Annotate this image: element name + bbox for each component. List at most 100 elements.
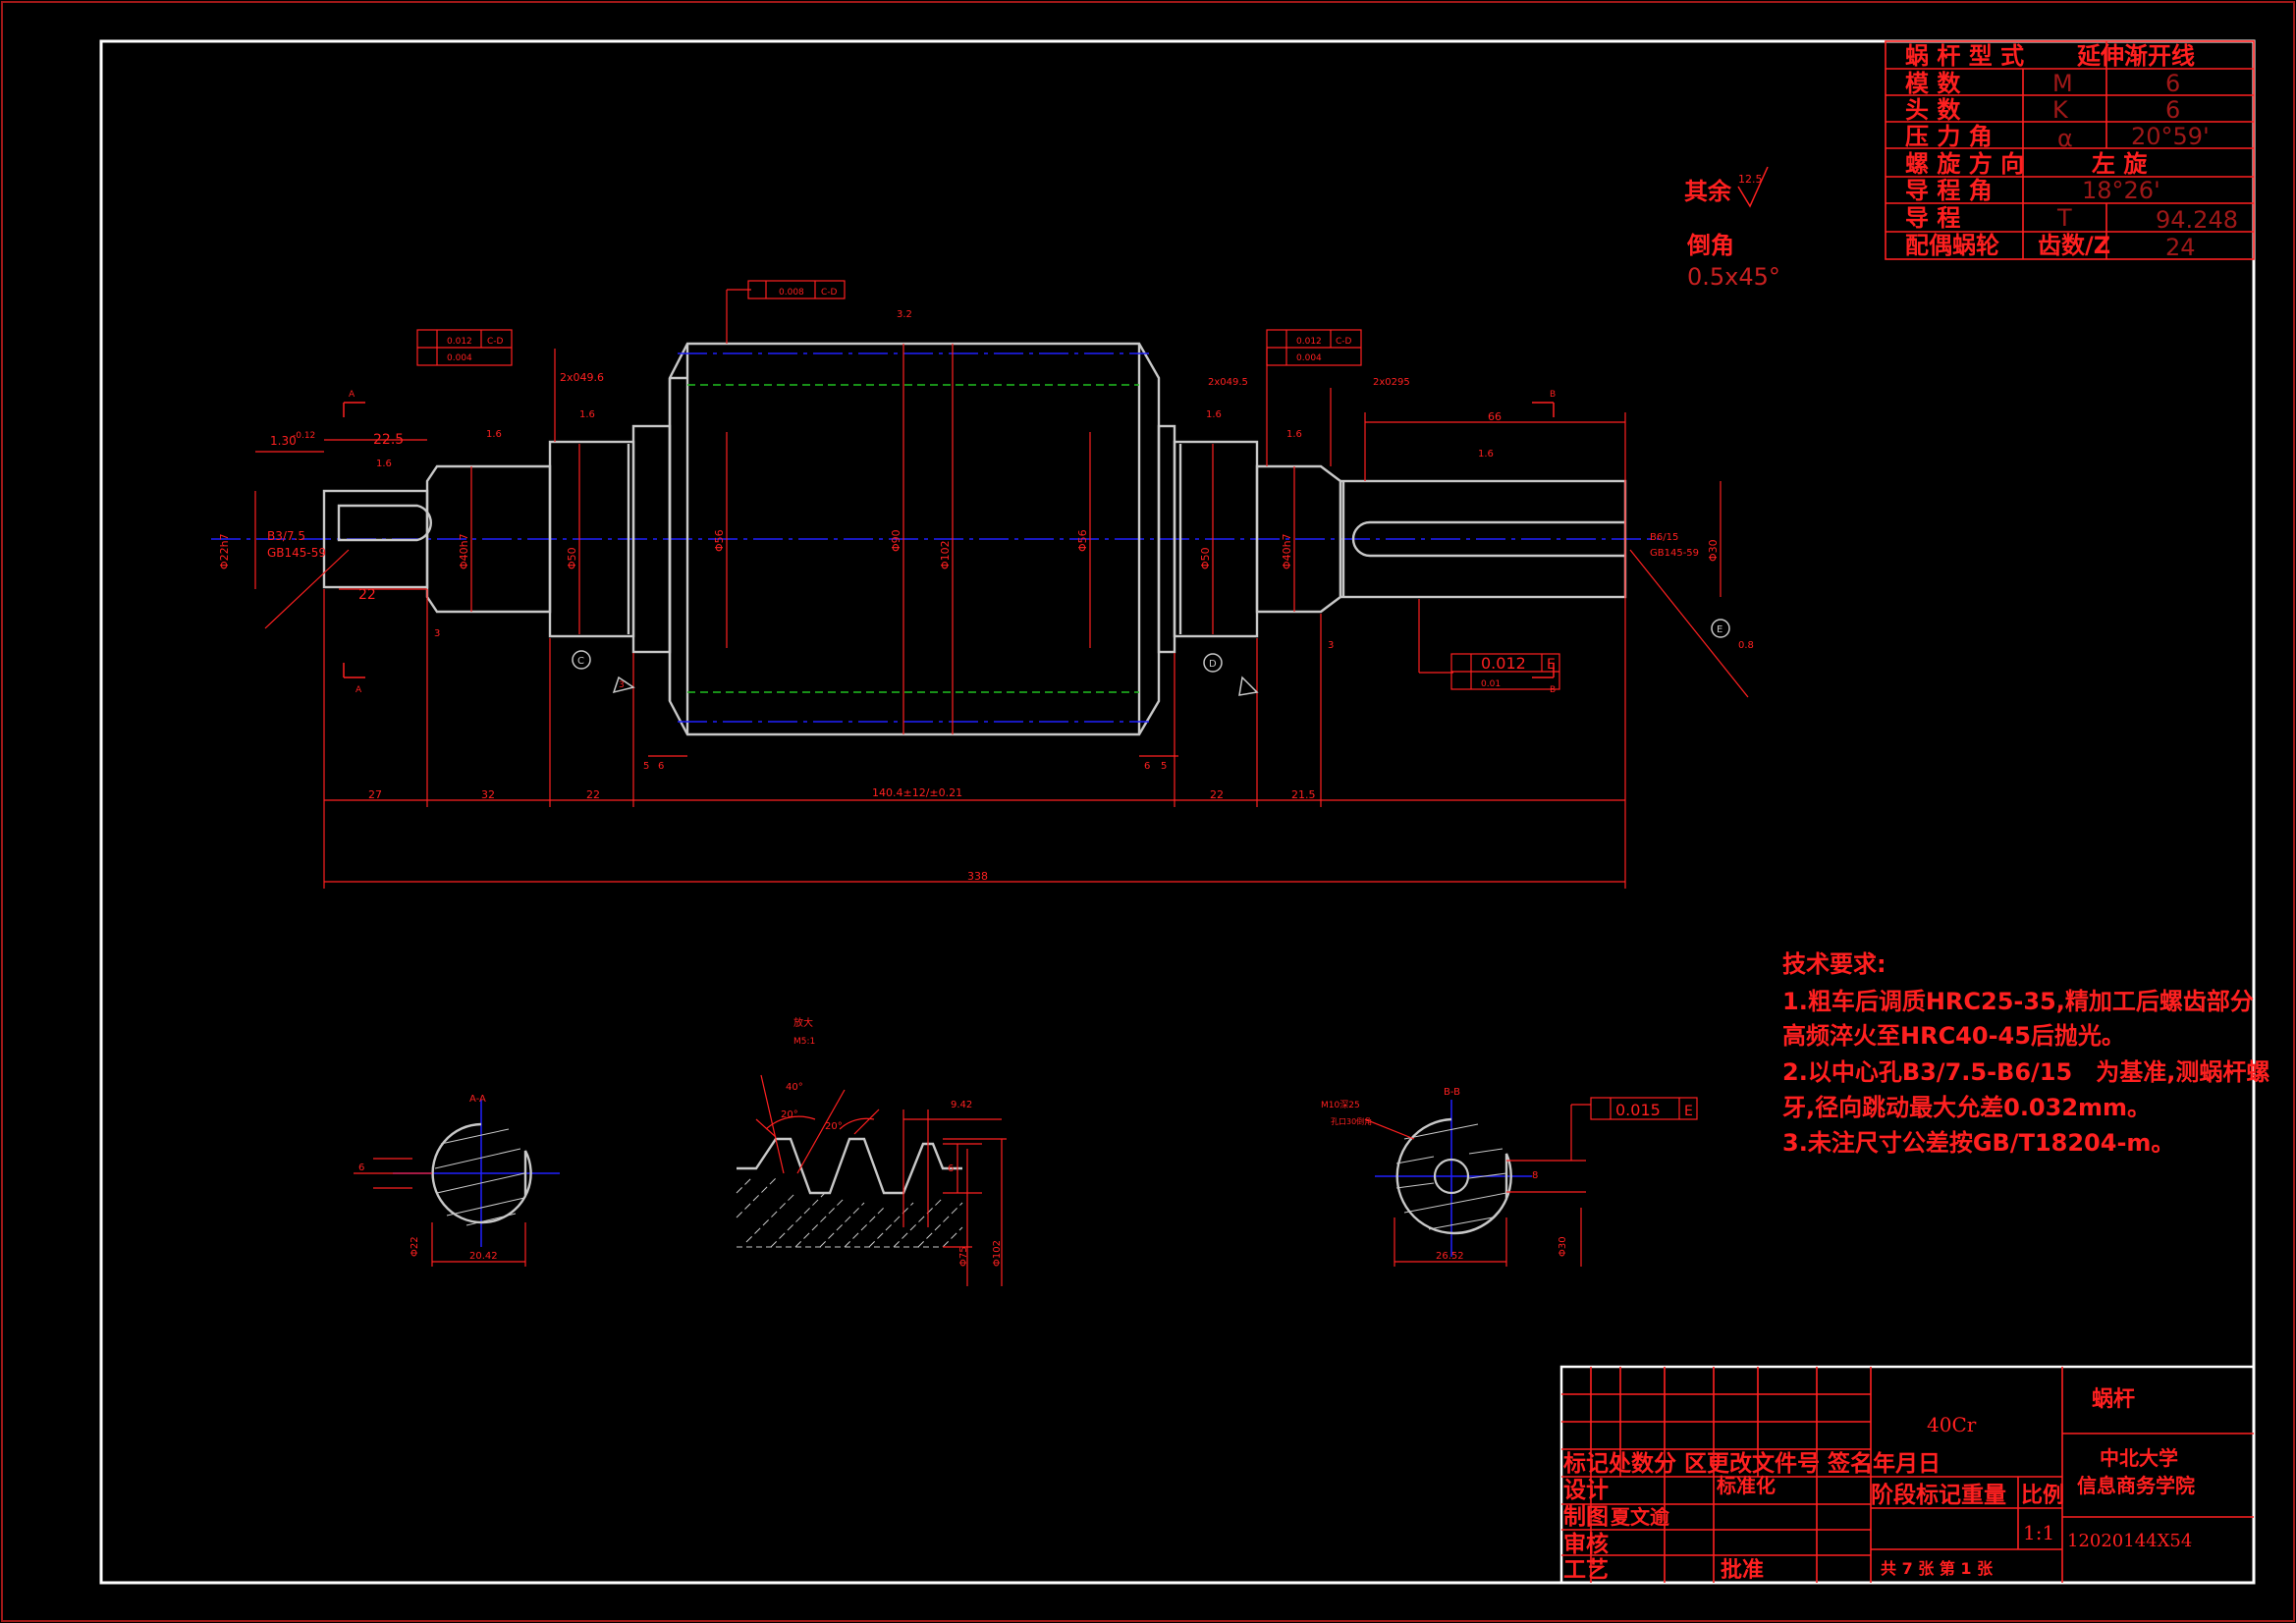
dia-label-6: Φ56	[1076, 529, 1089, 552]
dia-label-3: Φ56	[713, 529, 726, 552]
detail-dia-75: Φ75	[958, 1246, 969, 1267]
dia-label-0: Φ22h7	[218, 533, 231, 569]
sec-b-tol-ref: E	[1684, 1104, 1693, 1119]
tb-row-design: 设计	[1563, 1478, 1609, 1503]
dia-label-1: Φ40h7	[458, 533, 470, 569]
datum-symbols	[572, 619, 1730, 696]
tol-1b: 0.004	[447, 353, 472, 363]
dim-3-collar: 3	[619, 680, 625, 690]
shaft-outline	[322, 342, 1627, 736]
detail-label: 放大	[793, 1016, 813, 1029]
ra-left-collar: 1.6	[579, 409, 595, 420]
dim-5-right: 5	[1161, 761, 1167, 772]
dim-total-length: 338	[967, 870, 988, 883]
tb-row-approve: 批准	[1721, 1558, 1764, 1583]
tb-sheets: 共 7 张 第 1 张	[1881, 1559, 1994, 1578]
sec-b-note1: M10深25	[1321, 1100, 1360, 1110]
tb-row-process: 工艺	[1563, 1557, 1609, 1583]
dimension-lines	[254, 289, 1749, 889]
dim-6-left: 6	[658, 761, 664, 772]
dia-label-4: Φ90	[890, 529, 902, 552]
datum-c-letter: C	[577, 656, 584, 667]
sec-b-dia: Φ30	[1558, 1236, 1568, 1257]
detail-942: 9.42	[951, 1100, 972, 1110]
dim-3-left: 3	[434, 628, 440, 639]
tb-school-2: 信息商务学院	[2077, 1474, 2195, 1497]
ra-left-journal: 1.6	[486, 429, 502, 440]
param-name-0: 蜗 杆 型 式	[1905, 42, 2024, 70]
surface-notes: 其余 12.5 倒角 0.5x45°	[1684, 166, 1780, 291]
ra-right-collar: 1.6	[1206, 409, 1222, 420]
worm-parameter-text: 蜗 杆 型 式 延伸渐开线 模 数 M 6 头 数 K 6 压 力 角 α 20…	[1905, 42, 2238, 261]
dim-seg-32: 32	[481, 788, 495, 801]
chamfer-right: 2x049.5	[1208, 377, 1248, 388]
dia-label-5: Φ102	[939, 540, 952, 569]
tb-drawing-no: 12020144X54	[2067, 1531, 2192, 1551]
detail-angle-40: 40°	[786, 1082, 803, 1093]
sec-mark-a-bottom: A	[355, 685, 362, 695]
param-sym-6: T	[2056, 204, 2072, 232]
center-b-std: GB145-59	[1650, 548, 1699, 559]
dim-66: 66	[1488, 410, 1502, 423]
param-sym-2: K	[2052, 96, 2069, 124]
param-val-0: 延伸渐开线	[2076, 42, 2195, 70]
title-block-text: 40Cr 蜗杆 中北大学 信息商务学院 12020144X54 1:1 共 7 …	[1563, 1387, 2195, 1583]
tooth-detail: 放大 M5:1 40° 20° 20° 9.42 Φ75 Φ102 6	[736, 1016, 1007, 1286]
title-block	[1559, 1365, 2256, 1585]
detail-scale: M5:1	[793, 1037, 815, 1047]
param-name-6: 导 程	[1905, 204, 1960, 232]
param-name-7: 配偶蜗轮	[1905, 232, 1999, 259]
dia-label-7: Φ50	[1199, 547, 1212, 569]
param-name-1: 模 数	[1905, 70, 1961, 97]
tol-4b: 0.01	[1481, 679, 1501, 689]
param-name-2: 头 数	[1905, 96, 1961, 124]
chamfer-value: 0.5x45°	[1687, 263, 1780, 291]
tb-row-standard: 标准化	[1717, 1474, 1776, 1497]
tooth-profile	[737, 1137, 962, 1195]
surface-rest-label: 其余	[1684, 178, 1732, 205]
dia-label-8: Φ40h7	[1281, 533, 1293, 569]
tb-scale: 1:1	[2023, 1521, 2054, 1544]
roughness-symbol	[1737, 166, 1769, 208]
param-sym-3: α	[2057, 125, 2073, 152]
ra-right-center: 0.8	[1738, 640, 1754, 651]
chamfer-label: 倒角	[1686, 232, 1734, 259]
sec-a-dia: Φ22	[410, 1236, 420, 1257]
section-a-a: A-A 20.42 Φ22 6	[354, 1094, 560, 1267]
dia-label-9: Φ30	[1707, 539, 1720, 562]
detail-dia-102: Φ102	[992, 1240, 1003, 1267]
sec-b-width: 26.52	[1436, 1251, 1464, 1262]
tol-2a: 0.008	[779, 288, 804, 298]
sec-b-hatch	[1395, 1123, 1507, 1230]
sec-b-title: B-B	[1444, 1087, 1460, 1098]
sec-b-outline	[1395, 1117, 1512, 1235]
param-sym-1: M	[2052, 70, 2073, 97]
param-val-6: 94.248	[2156, 206, 2238, 234]
tb-row-draw: 制图	[1563, 1504, 1609, 1530]
detail-angle-20a: 20°	[781, 1109, 798, 1120]
dim-22: 22	[358, 587, 376, 603]
ra-worm: 3.2	[897, 309, 912, 320]
tolerance-frames	[416, 280, 1560, 690]
detail-angle-20b: 20°	[825, 1121, 843, 1132]
section-b-b: B-B 26.52 Φ30 8 0.015 E M10深25 孔口30倒角	[1321, 1087, 1698, 1267]
ra-right-end: 1.6	[1478, 449, 1494, 460]
surface-rest-value: 12.5	[1738, 173, 1763, 186]
datum-d-letter: D	[1209, 659, 1217, 670]
tol-3b: 0.004	[1296, 353, 1322, 363]
dim-3-right: 3	[1328, 640, 1334, 651]
param-name-3: 压 力 角	[1905, 123, 1993, 150]
tech-line-4: 牙,径向跳动最大允差0.032mm。	[1782, 1094, 2151, 1121]
tb-part-name: 蜗杆	[2092, 1387, 2135, 1412]
tol-4a: 0.012	[1481, 654, 1526, 673]
tb-header-labels: 标记处数分 区更改文件号 签名年月日	[1563, 1450, 1941, 1477]
sec-a-width: 20.42	[469, 1251, 498, 1262]
param-val-5: 18°26'	[2082, 177, 2160, 204]
tech-line-2: 高频淬火至HRC40-45后抛光。	[1782, 1022, 2125, 1050]
dim-012: -0.12	[293, 431, 315, 441]
dim-seg-215: 21.5	[1291, 788, 1316, 801]
sec-mark-b-top: B	[1550, 390, 1556, 400]
tol-ref-2: C-D	[821, 288, 838, 298]
tol-1a: 0.012	[447, 337, 472, 347]
